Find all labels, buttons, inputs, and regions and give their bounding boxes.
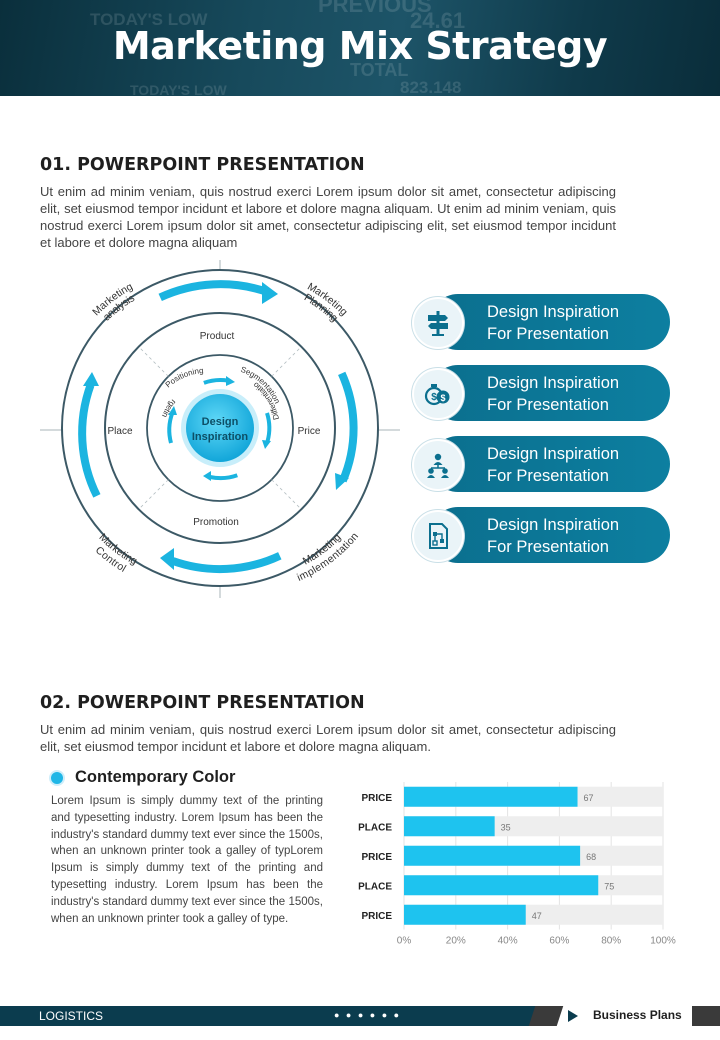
label-price: Price [298,426,321,437]
footer-dots: ● ● ● ● ● ● [334,1010,402,1020]
play-icon [568,1010,578,1022]
pill-subtitle: For Presentation [487,467,609,485]
bullet-dot [51,772,63,784]
section-1-body: Ut enim ad minim veniam, quis nostrud ex… [40,184,616,250]
center-circle [186,394,254,462]
pill-title: Design Inspiration [487,303,620,321]
section-2-title: 02. POWERPOINT PRESENTATION [40,693,365,713]
cycle-arrow [78,383,101,498]
x-tick-label: 100% [650,936,676,947]
footer-left-band [0,1006,540,1026]
section-1-title: 01. POWERPOINT PRESENTATION [40,155,365,175]
bar [404,875,599,896]
data-label: 47 [532,911,542,921]
inner-arrowhead [203,471,211,481]
signpost-icon [412,297,464,349]
cycle-arrowhead [335,473,349,490]
footer-slant [528,1006,564,1026]
header-banner: TODAY'S LOW PREVIOUS 24.61 TOTAL 823.148… [0,0,720,96]
cycle-arrow [171,552,282,574]
money-icon: $$ [412,368,464,420]
x-tick-label: 0% [397,936,412,947]
pill-subtitle: For Presentation [487,325,609,343]
bar [404,904,526,925]
svg-text:$: $ [431,392,437,403]
data-label: 75 [604,881,614,891]
pill-title: Design Inspiration [487,374,620,392]
pill-subtitle: For Presentation [487,396,609,414]
bar [404,786,578,807]
pill-bar [430,436,670,492]
header-bg-text: TODAY'S LOW [90,10,208,29]
category-label: PLACE [358,881,392,892]
contemporary-color-body: Lorem Ipsum is simply dummy text of the … [51,795,323,925]
label-place: Place [107,426,132,437]
cycle-arrowhead [83,372,99,386]
bar [404,816,495,837]
category-label: PRICE [361,852,392,863]
pill-bar [430,507,670,563]
cycle-arrowhead [262,282,278,304]
bar [404,845,581,866]
inner-arrow [265,412,272,442]
cycle-arrow [338,371,358,483]
pill-bar [430,365,670,421]
category-label: PRICE [361,911,392,922]
footer-bar: LOGISTICS ● ● ● ● ● ● Business Plans [0,1006,720,1026]
category-label: PLACE [358,822,392,833]
page-title: Marketing Mix Strategy [112,24,608,68]
team-icon [412,439,464,491]
data-label: 35 [501,822,511,832]
footer-left-label: LOGISTICS [39,1009,104,1023]
header-bg-text: 24.61 [410,8,466,33]
inner-arrowhead [168,406,177,415]
data-label: 67 [584,793,594,803]
pill-title: Design Inspiration [487,445,620,463]
contemporary-color-title: Contemporary Color [75,768,236,786]
label-product: Product [200,331,235,342]
label-promotion: Promotion [193,517,239,528]
center-label-line2: Inspiration [192,431,249,443]
pill-bar [430,294,670,350]
data-label: 68 [586,852,596,862]
header-bg-text: PREVIOUS [318,0,432,17]
footer-right-label: Business Plans [593,1008,682,1022]
x-tick-label: 20% [446,936,466,947]
cycle-arrowhead [160,548,174,570]
inner-arrowhead [262,440,271,449]
diagonal-guides [138,346,302,510]
pill-subtitle: For Presentation [487,538,609,556]
pill-title: Design Inspiration [487,516,620,534]
category-label: PRICE [361,793,392,804]
footer-right-block [692,1006,720,1026]
section-2-body: Ut enim ad minim veniam, quis nostrud ex… [40,722,616,754]
cycle-arrow [158,280,269,302]
x-tick-label: 80% [601,936,621,947]
inner-arrowhead [226,376,235,386]
header-bg-text: TOTAL [350,60,409,80]
header-bg-text: TODAY'S LOW [130,82,227,96]
center-label-line1: Design [202,416,239,428]
svg-text:$: $ [440,393,445,403]
x-tick-label: 40% [498,936,518,947]
x-tick-label: 60% [549,936,569,947]
flowchart-document-icon [412,510,464,562]
header-bg-text: 823.148 [400,78,462,96]
marketing-mix-wheel: Design Inspiration Product Price Promoti… [40,260,400,598]
